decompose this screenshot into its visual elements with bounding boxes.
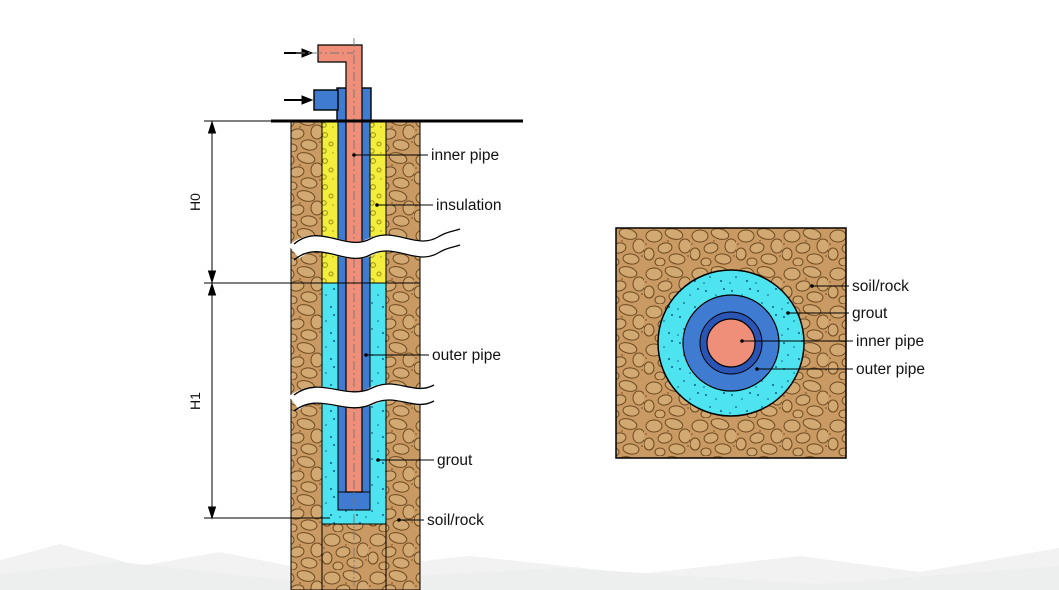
inner-pipe-vertical bbox=[317, 44, 363, 493]
centerline bbox=[296, 38, 355, 586]
callout-label-cs-outer-pipe: outer pipe bbox=[856, 361, 925, 378]
callout-soil-rock: soil/rock bbox=[397, 512, 484, 529]
callout-label-soil-rock: soil/rock bbox=[427, 512, 484, 529]
callout-label-grout: grout bbox=[437, 452, 473, 469]
cross-section-callouts: soil/rock grout inner pipe outer pipe bbox=[740, 278, 925, 378]
break-band-lower-top-edge bbox=[293, 383, 435, 396]
callout-cs-outer-pipe: outer pipe bbox=[755, 361, 925, 378]
dim-label-h0: H0 bbox=[187, 193, 203, 211]
break-band-upper-top-edge bbox=[293, 228, 461, 245]
break-band-upper-bottom-edge bbox=[293, 244, 461, 261]
flow-arrows bbox=[284, 48, 314, 105]
callout-insulation: insulation bbox=[375, 197, 502, 214]
break-band-lower bbox=[288, 383, 439, 412]
callout-label-inner-pipe: inner pipe bbox=[431, 147, 499, 164]
annulus-flow-arrow-head bbox=[301, 95, 314, 105]
dim-arrow-h0-top bbox=[207, 120, 217, 134]
callout-outer-pipe: outer pipe bbox=[364, 347, 501, 364]
callout-cs-inner-pipe: inner pipe bbox=[740, 333, 924, 350]
vertical-section: H0 H1 inner pipe insulation outer pipe bbox=[187, 38, 523, 590]
dim-arrow-h1-top bbox=[207, 282, 217, 296]
break-band-lower-bottom-edge bbox=[293, 399, 435, 412]
faint-landscape-background bbox=[0, 544, 1059, 590]
callout-label-cs-soil-rock: soil/rock bbox=[852, 278, 909, 295]
callout-grout: grout bbox=[376, 452, 473, 469]
inner-pipe-fluid-circle bbox=[706, 318, 756, 368]
callout-cs-soil-rock: soil/rock bbox=[810, 278, 909, 295]
break-band-upper bbox=[288, 228, 463, 261]
callout-cs-grout: grout bbox=[786, 305, 888, 322]
callout-inner-pipe: inner pipe bbox=[352, 147, 499, 164]
break-band-upper-fill bbox=[288, 228, 463, 259]
callout-label-cs-inner-pipe: inner pipe bbox=[856, 333, 924, 350]
dimension-lines: H0 H1 bbox=[187, 120, 330, 520]
dim-arrow-h0-bottom bbox=[207, 270, 217, 284]
outer-pipe-right-wall bbox=[361, 120, 371, 493]
dim-arrow-h1-bottom bbox=[207, 506, 217, 520]
vertical-section-callouts: inner pipe insulation outer pipe grout s bbox=[352, 147, 502, 529]
cross-section: soil/rock grout inner pipe outer pipe bbox=[615, 227, 925, 459]
callout-label-outer-pipe: outer pipe bbox=[432, 347, 501, 364]
callout-label-cs-grout: grout bbox=[852, 305, 888, 322]
outer-pipe-left-wall bbox=[337, 120, 347, 493]
break-band-lower-fill bbox=[288, 383, 439, 411]
casing-side-stub bbox=[313, 89, 339, 111]
dim-label-h1: H1 bbox=[187, 392, 203, 410]
callout-label-insulation: insulation bbox=[436, 197, 502, 214]
soil-left-column bbox=[290, 120, 323, 590]
